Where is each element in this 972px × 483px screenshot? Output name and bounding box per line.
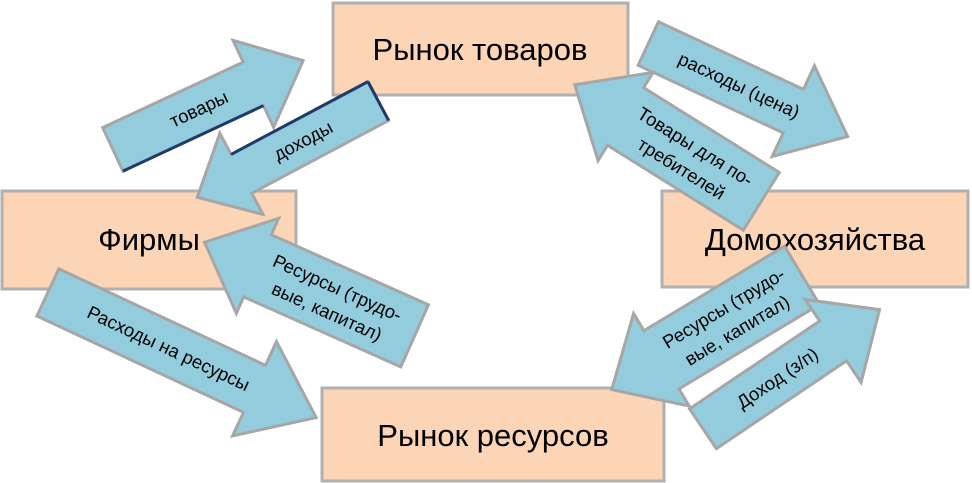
resource-market-box: Рынок ресурсов [320,386,666,483]
goods-arrow: товары [100,38,306,174]
resource-market-label: Рынок ресурсов [377,418,608,453]
goods-market-label: Рынок товаров [373,32,588,67]
firms-label: Фирмы [98,222,200,257]
goods-market-box: Рынок товаров [331,1,630,97]
